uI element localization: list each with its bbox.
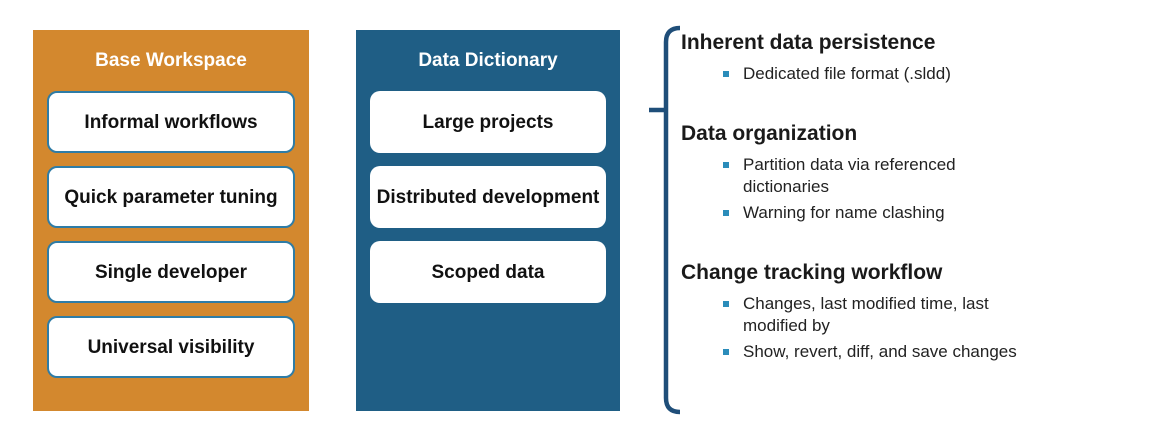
square-bullet-icon: [723, 210, 729, 216]
dictionary-feature-card: Scoped data: [370, 241, 606, 303]
square-bullet-icon: [723, 301, 729, 307]
base-workspace-title: Base Workspace: [95, 50, 247, 71]
bullet-text: Show, revert, diff, and save changes: [743, 342, 1017, 361]
workspace-feature-card: Universal visibility: [47, 316, 295, 378]
square-bullet-icon: [723, 349, 729, 355]
workspace-feature-card: Informal workflows: [47, 91, 295, 153]
workspace-feature-card: Quick parameter tuning: [47, 166, 295, 228]
base-workspace-panel: Base Workspace Informal workflows Quick …: [33, 30, 309, 411]
feature-section: Change tracking workflow Changes, last m…: [681, 260, 1146, 363]
bullet-list: Changes, last modified time, last modifi…: [723, 293, 1146, 363]
bullet-item: Warning for name clashing: [723, 202, 1146, 224]
feature-section: Data organization Partition data via ref…: [681, 121, 1146, 224]
feature-section-heading: Change tracking workflow: [681, 261, 943, 284]
left-brace-icon: [644, 24, 688, 416]
bullet-text: Partition data via referenced dictionari…: [743, 155, 956, 196]
dictionary-feature-card: Large projects: [370, 91, 606, 153]
features-text-block: Inherent data persistence Dedicated file…: [681, 30, 1146, 399]
bullet-item: Dedicated file format (.sldd): [723, 63, 1146, 85]
data-dictionary-panel: Data Dictionary Large projects Distribut…: [356, 30, 620, 411]
square-bullet-icon: [723, 162, 729, 168]
feature-section: Inherent data persistence Dedicated file…: [681, 30, 1146, 85]
workspace-feature-card: Single developer: [47, 241, 295, 303]
bullet-list: Partition data via referenced dictionari…: [723, 154, 1146, 224]
square-bullet-icon: [723, 71, 729, 77]
bullet-text: Dedicated file format (.sldd): [743, 64, 951, 83]
bullet-text: Warning for name clashing: [743, 203, 945, 222]
bullet-text: Changes, last modified time, last modifi…: [743, 294, 989, 335]
feature-section-heading: Data organization: [681, 122, 858, 145]
bullet-item: Changes, last modified time, last modifi…: [723, 293, 1146, 337]
dictionary-feature-card: Distributed development: [370, 166, 606, 228]
data-dictionary-title: Data Dictionary: [418, 50, 558, 71]
bullet-item: Show, revert, diff, and save changes: [723, 341, 1146, 363]
bullet-item: Partition data via referenced dictionari…: [723, 154, 1146, 198]
feature-section-heading: Inherent data persistence: [681, 31, 936, 54]
bullet-list: Dedicated file format (.sldd): [723, 63, 1146, 85]
